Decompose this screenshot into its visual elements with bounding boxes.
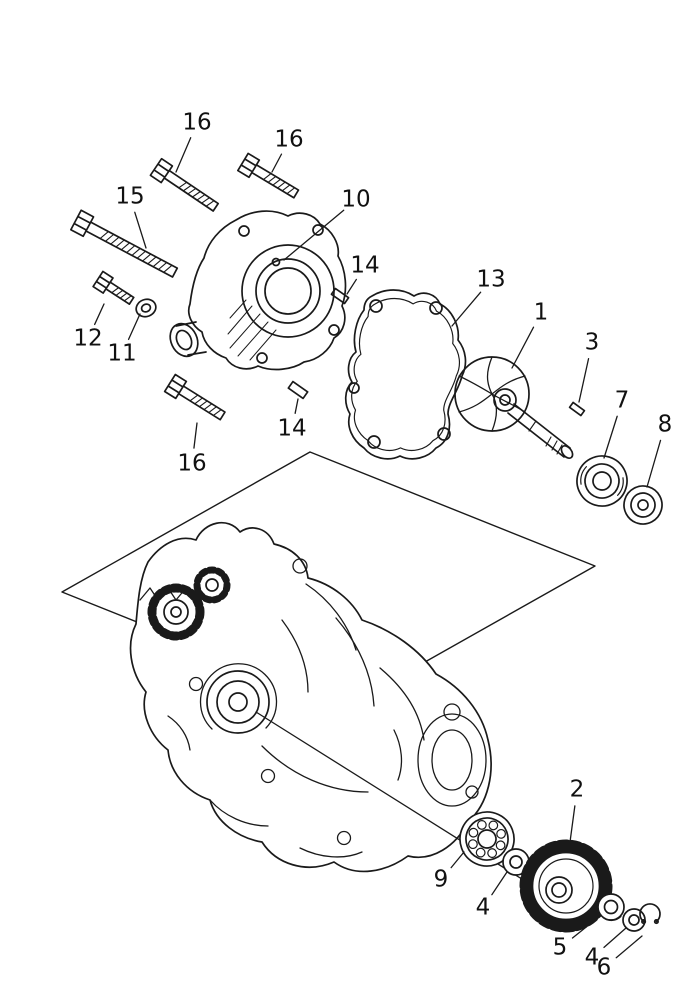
leader-line-16-1 [271, 153, 283, 173]
collar-5 [597, 893, 625, 922]
leader-line-16-13 [193, 422, 198, 449]
bolt-15 [69, 209, 179, 278]
leader-line-12-8 [94, 303, 105, 326]
pin-3 [568, 401, 586, 417]
cover-hatching [227, 299, 277, 361]
cover-spout [169, 321, 207, 358]
leader-line-4-18 [603, 927, 627, 949]
leader-line-3-7 [578, 357, 590, 403]
leader-line-1-6 [511, 326, 535, 369]
bearing-7 [576, 455, 628, 507]
leader-line-4-16 [491, 871, 508, 896]
pin-14-top [330, 287, 350, 305]
leader-line-5-17 [571, 915, 601, 939]
leader-line-9-15 [450, 851, 465, 869]
leader-line-14-4 [346, 278, 357, 295]
leader-line-7-10 [603, 415, 618, 459]
gear-2 [519, 839, 613, 933]
leader-line-15-2 [134, 211, 147, 249]
impeller-shaft [454, 356, 574, 460]
case-shaft-bore [199, 663, 278, 734]
case-gear-detail [139, 566, 231, 641]
bolt-16-top-left [149, 157, 220, 212]
seal-8 [623, 485, 663, 525]
pump-cover [169, 210, 347, 371]
leader-line-8-11 [646, 439, 662, 488]
leader-line-14-12 [294, 398, 299, 414]
bolt-12 [92, 270, 135, 305]
case-rib-lines [167, 558, 487, 858]
leader-line-11-9 [127, 313, 141, 341]
bolt-16-bottom [163, 373, 226, 421]
bolt-16-top-right [236, 152, 300, 199]
washer-11 [135, 298, 157, 318]
bearing-9 [459, 811, 515, 867]
washer-4-left [502, 848, 530, 876]
leader-line-2-14 [569, 805, 576, 843]
leader-line-13-5 [451, 291, 482, 327]
leader-line-16-0 [175, 137, 192, 173]
pin-14-bottom [287, 380, 309, 400]
crankcase-sketch [129, 521, 534, 887]
gasket [344, 289, 467, 460]
circlip-6 [639, 903, 661, 925]
leader-line-10-3 [283, 209, 345, 261]
leader-line-6-19 [615, 935, 643, 959]
